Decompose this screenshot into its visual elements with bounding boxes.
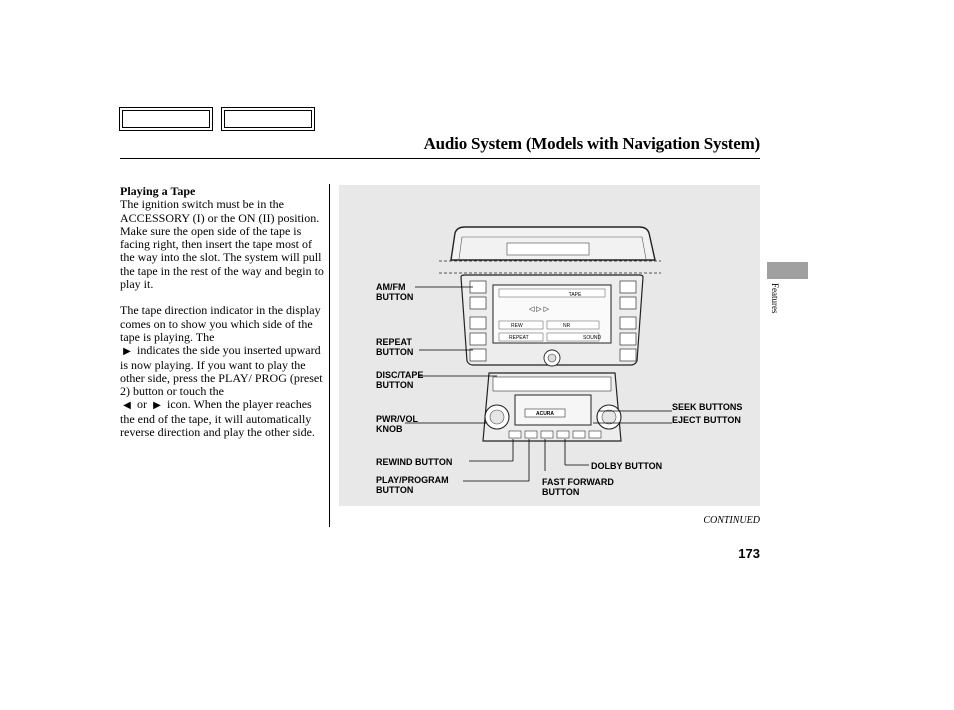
direction-text-2: indicates the side you inserted upward i…: [120, 343, 323, 399]
right-button-column: [619, 280, 637, 362]
continued-label: CONTINUED: [703, 515, 760, 526]
preset-button-row: [508, 430, 602, 439]
direction-text-or: or: [137, 397, 147, 412]
direction-text-1: The tape direction indicator in the disp…: [120, 303, 321, 344]
nav-box-main-menu[interactable]: [119, 107, 213, 131]
callout-seek: SEEK BUTTONS: [672, 402, 743, 412]
callout-leaders: [405, 286, 672, 482]
section-heading: Playing a Tape: [120, 184, 196, 198]
svg-text:TAPE: TAPE: [569, 292, 582, 298]
page-number: 173: [738, 546, 760, 561]
page-title: Audio System (Models with Navigation Sys…: [423, 134, 761, 153]
column-divider: [329, 184, 330, 527]
play-forward-icon: ▶: [123, 346, 131, 358]
paragraph-ignition: The ignition switch must be in the ACCES…: [120, 197, 324, 292]
header-rule: [120, 158, 760, 159]
callout-dolby: DOLBY BUTTON: [591, 461, 663, 471]
svg-text:SOUND: SOUND: [583, 335, 601, 341]
direction-text-3: icon. When the player reaches the end of…: [120, 397, 315, 440]
svg-text:ACURA: ACURA: [536, 411, 554, 417]
paragraph-direction: The tape direction indicator in the disp…: [120, 304, 328, 439]
svg-text:NR: NR: [563, 323, 571, 329]
nav-screen-strip: [506, 242, 590, 256]
nav-box-index[interactable]: [221, 107, 315, 131]
audio-unit-figure: TAPE ◁ ▷ ▷ REW NR REPEAT SOUND ACURA: [339, 185, 760, 506]
left-button-column: [469, 280, 487, 362]
callout-eject: EJECT BUTTON: [672, 415, 741, 425]
svg-text:REPEAT: REPEAT: [509, 335, 529, 341]
audio-unit-drawing: TAPE ◁ ▷ ▷ REW NR REPEAT SOUND ACURA: [405, 226, 672, 482]
section-tab: [767, 262, 808, 279]
callout-rewind: REWIND BUTTON: [376, 457, 453, 467]
svg-text:REW: REW: [511, 323, 523, 329]
play-forward-icon: ▶: [153, 400, 161, 412]
svg-text:◁ ▷ ▷: ◁ ▷ ▷: [529, 306, 550, 313]
section-tab-label: Features: [770, 283, 780, 314]
play-reverse-icon: ◀: [123, 400, 131, 412]
body-text-column: Playing a Tape The ignition switch must …: [120, 184, 328, 439]
